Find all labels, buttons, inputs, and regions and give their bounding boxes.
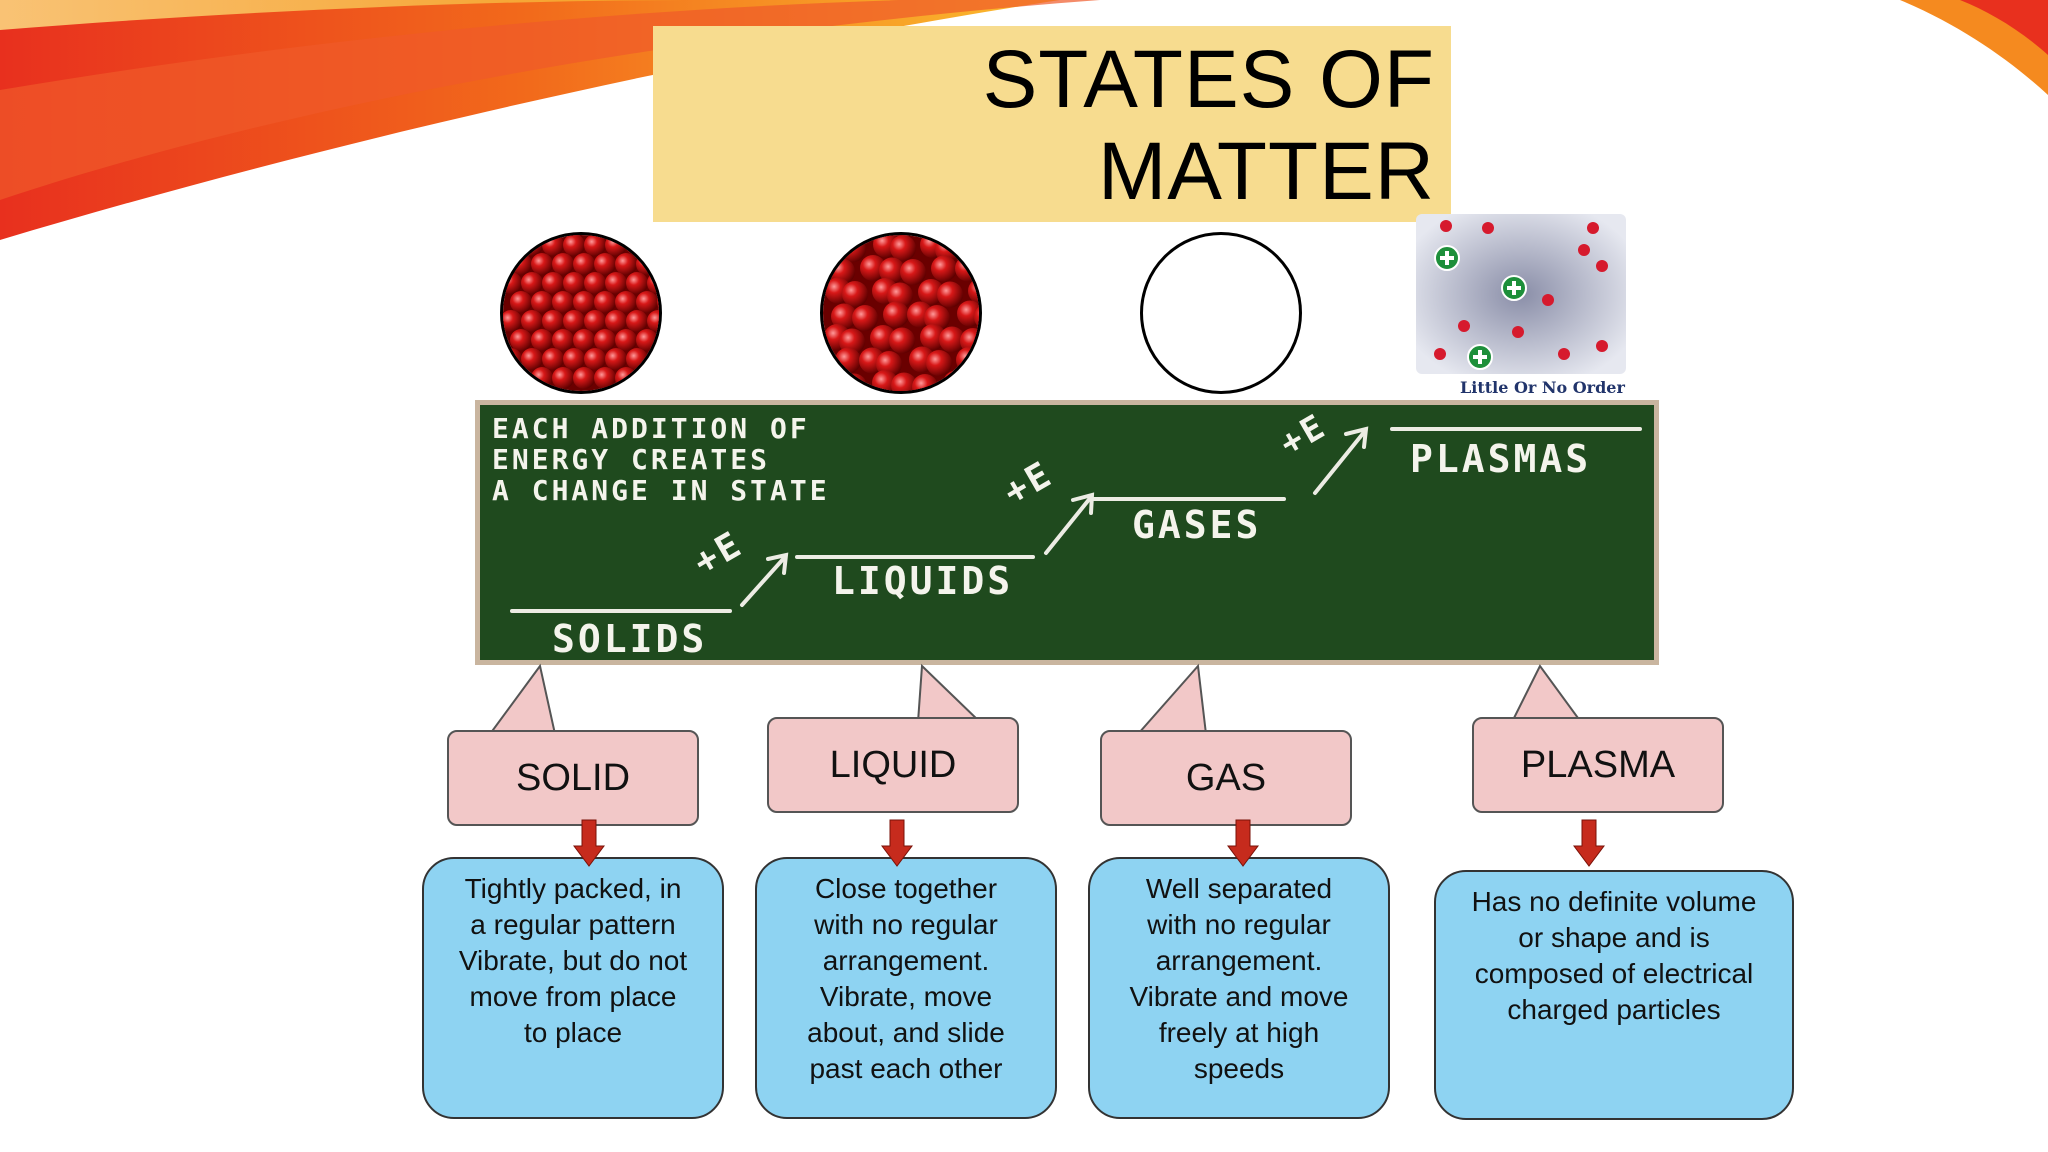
gas-desc-line-3: arrangement. bbox=[1155, 945, 1323, 976]
liquid-desc-line-1: Close together bbox=[814, 873, 998, 904]
gas-particles-image bbox=[1140, 232, 1302, 394]
chalk-arrows bbox=[740, 426, 1369, 607]
gas-desc-line-4: Vibrate and move bbox=[1129, 981, 1349, 1012]
solid-desc-line-3: Vibrate, but do not bbox=[458, 945, 688, 976]
gas-desc-line-1: Well separated bbox=[1145, 873, 1333, 904]
plasma-desc-line-2: or shape and is bbox=[1518, 922, 1710, 953]
decorative-swoosh bbox=[0, 0, 2048, 240]
callout-liquid: LIQUID bbox=[767, 717, 1019, 813]
slide-title: STATES OF MATTER bbox=[983, 34, 1435, 218]
plasma-image-caption: Little Or No Order bbox=[1460, 378, 1625, 397]
liquid-desc-line-2: with no regular bbox=[814, 909, 998, 940]
plasma-desc-line-1: Has no definite volume bbox=[1471, 886, 1757, 917]
gases-step-line bbox=[1088, 497, 1286, 501]
step-label-plasmas: PLASMAS bbox=[1410, 437, 1592, 481]
description-solid: Tightly packed, in a regular pattern Vib… bbox=[422, 857, 724, 1119]
gas-desc-line-6: speeds bbox=[1193, 1053, 1285, 1084]
title-line-2: MATTER bbox=[1097, 126, 1435, 217]
solid-desc-line-4: move from place bbox=[469, 981, 677, 1012]
liquids-step-line bbox=[795, 555, 1035, 559]
step-label-liquids: LIQUIDS bbox=[832, 559, 1014, 603]
chalkboard: EACH ADDITION OF ENERGY CREATES A CHANGE… bbox=[475, 400, 1659, 665]
chalk-note-line-3: A CHANGE IN STATE bbox=[492, 474, 830, 507]
gas-desc-line-2: with no regular bbox=[1147, 909, 1331, 940]
plasma-desc-line-3: composed of electrical bbox=[1474, 958, 1754, 989]
callout-pointers bbox=[488, 663, 1580, 735]
description-liquid: Close together with no regular arrangeme… bbox=[755, 857, 1057, 1119]
step-label-solids: SOLIDS bbox=[552, 617, 708, 661]
liquid-particles-image bbox=[820, 232, 982, 394]
plasma-desc-line-4: charged particles bbox=[1507, 994, 1721, 1025]
liquid-desc-line-3: arrangement. bbox=[822, 945, 990, 976]
liquid-desc-line-4: Vibrate, move bbox=[819, 981, 993, 1012]
solid-desc-line-1: Tightly packed, in bbox=[464, 873, 682, 904]
liquid-desc-line-6: past each other bbox=[809, 1053, 1003, 1084]
solid-particles-image bbox=[500, 232, 662, 394]
solids-step-line bbox=[510, 609, 732, 613]
chalkboard-note: EACH ADDITION OF ENERGY CREATES A CHANGE… bbox=[492, 413, 830, 506]
plasma-particles-image bbox=[1416, 214, 1626, 374]
step-label-gases: GASES bbox=[1132, 503, 1262, 547]
chalk-note-line-1: EACH ADDITION OF bbox=[492, 412, 810, 445]
plasmas-step-line bbox=[1390, 427, 1642, 431]
chalk-note-line-2: ENERGY CREATES bbox=[492, 443, 771, 476]
gas-desc-line-5: freely at high bbox=[1158, 1017, 1320, 1048]
title-box: STATES OF MATTER bbox=[653, 26, 1451, 222]
solid-desc-line-2: a regular pattern bbox=[470, 909, 676, 940]
liquid-desc-line-5: about, and slide bbox=[807, 1017, 1005, 1048]
down-arrows bbox=[573, 819, 1605, 867]
callout-gas: GAS bbox=[1100, 730, 1352, 826]
title-line-1: STATES OF bbox=[982, 34, 1435, 125]
description-plasma: Has no definite volume or shape and is c… bbox=[1434, 870, 1794, 1120]
callout-solid: SOLID bbox=[447, 730, 699, 826]
description-gas: Well separated with no regular arrangeme… bbox=[1088, 857, 1390, 1119]
solid-desc-line-5: to place bbox=[523, 1017, 623, 1048]
callout-plasma: PLASMA bbox=[1472, 717, 1724, 813]
